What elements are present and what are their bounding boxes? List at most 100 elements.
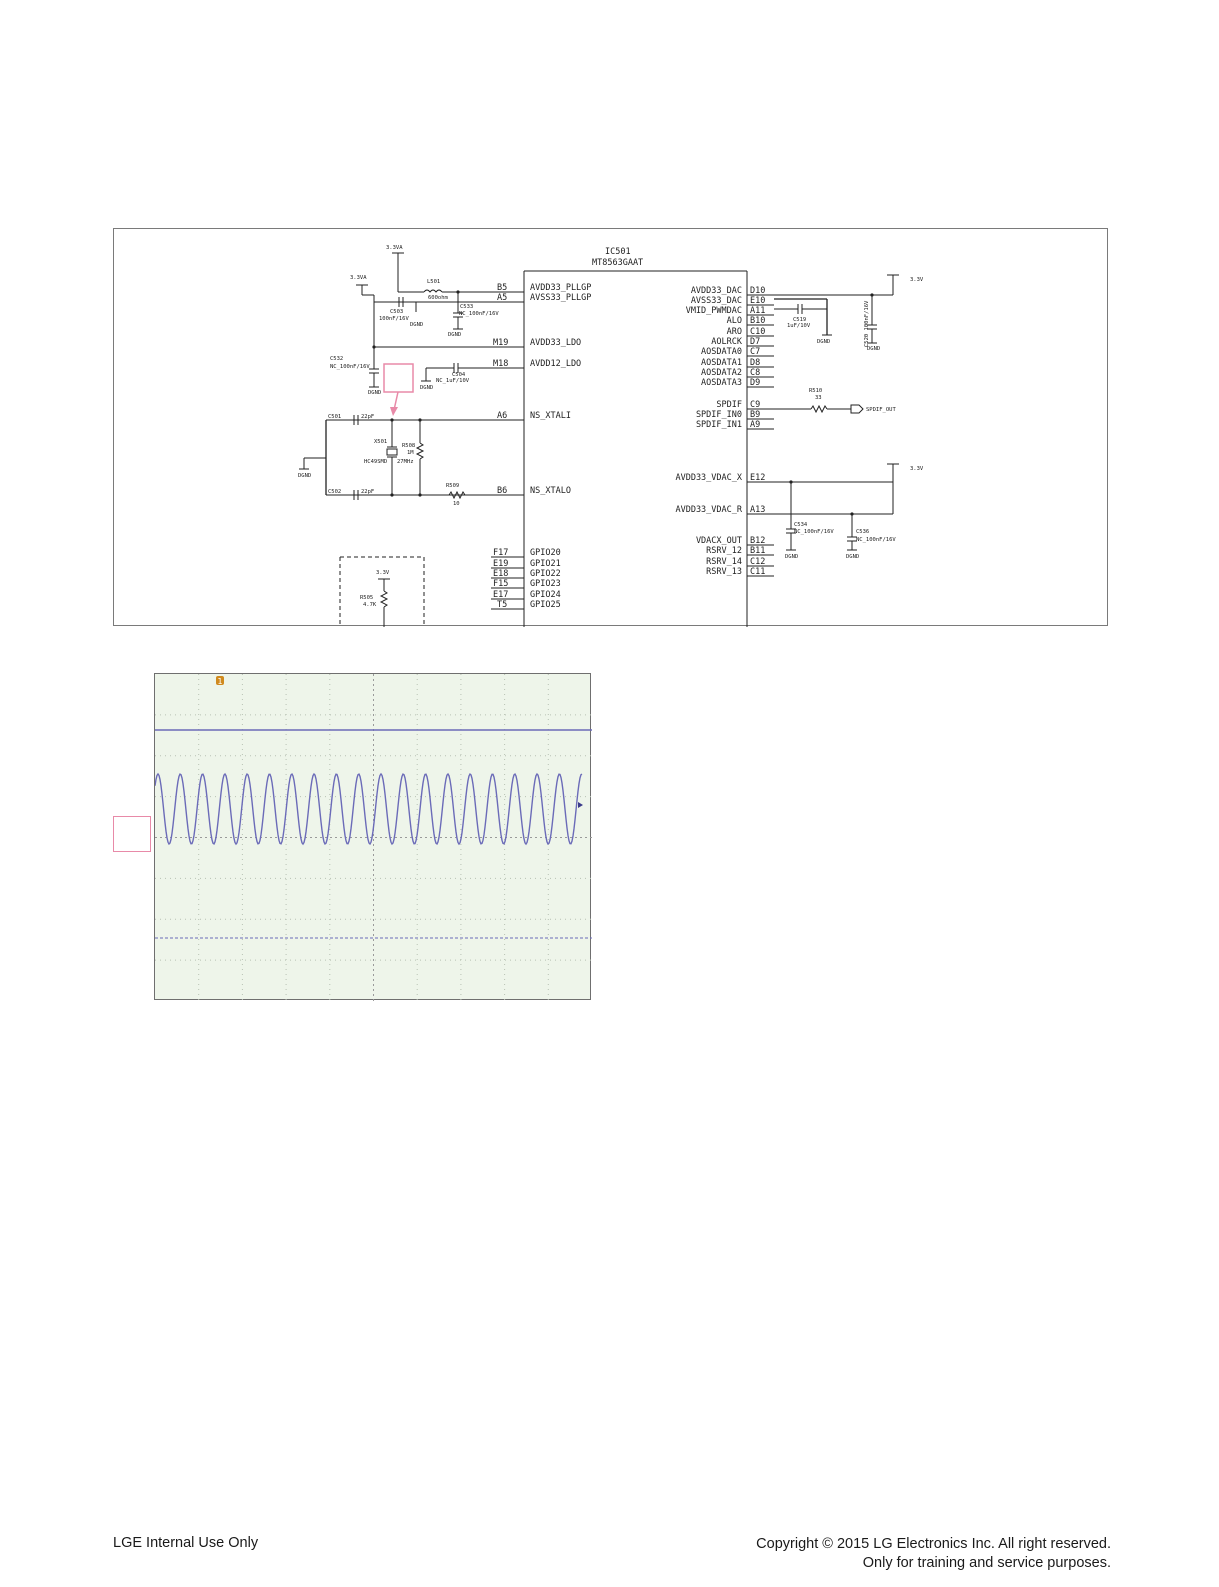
pin-name: NS_XTALI [530, 411, 571, 421]
dgnd-label: DGND [298, 473, 311, 479]
pin-ball: B9 [750, 410, 760, 420]
r505-label: R505 [360, 595, 373, 601]
x501-label: X501 [374, 439, 387, 445]
pin-ball: B5 [497, 283, 507, 293]
crystal-waveform-trace [155, 772, 583, 846]
pin-ball: C12 [750, 557, 765, 567]
pin-name: AVDD12_LDO [530, 359, 581, 369]
pin-ball: B12 [750, 536, 765, 546]
pin-name: RSRV_14 [706, 557, 742, 567]
pin-name: GPIO20 [530, 548, 561, 558]
pin-name: ALO [727, 316, 742, 326]
c519-value: 1uF/10V [787, 323, 811, 329]
r509-value: 10 [453, 501, 460, 507]
c534-value: NC_100nF/16V [794, 529, 834, 535]
dgnd-label: DGND [448, 332, 461, 338]
c533-value: NC_100nF/16V [459, 311, 499, 317]
dgnd-label: DGND [410, 322, 423, 328]
pin-name: AOSDATA2 [701, 368, 742, 378]
pin-name: AVDD33_VDAC_X [675, 473, 742, 483]
r510-value: 33 [815, 395, 822, 401]
spdif-out-label: SPDIF_OUT [866, 407, 896, 413]
l501-value: 600ohm [428, 295, 449, 301]
dashed-subcircuit-box: 3.3V R505 4.7K [339, 556, 425, 627]
x501-package: HC49SMD [364, 459, 387, 465]
c536-label: C536 [856, 529, 869, 535]
pin-ball: D10 [750, 286, 765, 296]
pin-ball: M18 [493, 359, 508, 369]
footer-copyright-line1: Copyright © 2015 LG Electronics Inc. All… [756, 1536, 1111, 1552]
c504-value: NC_1uF/10V [436, 378, 470, 384]
pin-ball: B11 [750, 546, 765, 556]
pin-name: AOSDATA0 [701, 347, 742, 357]
pin-ball: A6 [497, 411, 507, 421]
pin-name: AOSDATA1 [701, 358, 742, 368]
ic-ref-label: IC501 [605, 247, 631, 257]
pin-ball: D9 [750, 378, 760, 388]
pin-ball: B6 [497, 486, 507, 496]
trigger-marker-label: 1 [218, 677, 223, 686]
power-label-3v3a-2: 3.3VA [350, 275, 367, 281]
pin-ball: A5 [497, 293, 507, 303]
c504-label: C504 [452, 372, 466, 378]
ic-part-label: MT8563GAAT [592, 258, 643, 268]
pin-ball: C7 [750, 347, 760, 357]
pin-name: AVDD33_DAC [691, 286, 742, 296]
c534-label: C534 [794, 522, 808, 528]
pin-ball: A9 [750, 420, 760, 430]
ic-left-pins: B5 AVDD33_PLLGP A5 AVSS33_PLLGP M19 AVDD… [491, 283, 591, 610]
c501-label: C501 [328, 414, 341, 420]
pin-ball: F17 [493, 548, 508, 558]
pin-name: SPDIF_IN0 [696, 410, 742, 420]
marker-arrowhead [390, 407, 398, 416]
pin-ball: E19 [493, 559, 508, 569]
r509-label: R509 [446, 483, 459, 489]
pin-name: AVSS33_DAC [691, 296, 742, 306]
c536-value: NC_100nF/16V [856, 537, 896, 543]
dgnd-label: DGND [867, 346, 880, 352]
pin-ball: M19 [493, 338, 508, 348]
c532-label: C532 [330, 356, 343, 362]
r508-label: R508 [402, 443, 415, 449]
trigger-position-marker [216, 676, 224, 685]
pin-ball: F15 [493, 579, 508, 589]
power-label-3v3a: 3.3VA [386, 245, 403, 251]
c501-value: 22pF [361, 414, 374, 420]
footer-copyright: Copyright © 2015 LG Electronics Inc. All… [756, 1535, 1111, 1573]
r508-value: 1M [407, 450, 414, 456]
pin-ball: C11 [750, 567, 765, 577]
dgnd-label: DGND [817, 339, 830, 345]
pin-name: VMID_PWMDAC [686, 306, 742, 316]
pin-ball: E10 [750, 296, 765, 306]
pin-name: GPIO25 [530, 600, 561, 610]
schematic-diagram: IC501 MT8563GAAT B5 AVDD33_PLLGP A5 AVSS… [298, 245, 924, 627]
ic-right-pins: AVDD33_DAC D10 AVSS33_DAC E10 VMID_PWMDA… [675, 286, 774, 577]
pin-name: AOSDATA3 [701, 378, 742, 388]
pin-ball: E17 [493, 590, 508, 600]
power-label-3v3-box: 3.3V [376, 570, 390, 576]
crystal-network: C501 22pF C502 22pF DGND X501 HC49SMD 27… [298, 414, 491, 507]
pin-ball: B10 [750, 316, 765, 326]
pin-ball: C9 [750, 400, 760, 410]
c532-value: NC_100nF/16V [330, 364, 370, 370]
pin-name: AVDD33_LDO [530, 338, 581, 348]
pin-ball: C8 [750, 368, 760, 378]
dgnd-label: DGND [368, 390, 381, 396]
power-label-3v3-vdac: 3.3V [910, 466, 924, 472]
pin-name: ARO [727, 327, 742, 337]
pin-name: SPDIF [716, 400, 742, 410]
footer-internal-use: LGE Internal Use Only [113, 1535, 259, 1551]
pin-name: SPDIF_IN1 [696, 420, 742, 430]
measurement-point-marker [383, 363, 414, 393]
pin-name: GPIO21 [530, 559, 561, 569]
pin-name: RSRV_13 [706, 567, 742, 577]
dac-power-network: 3.3V C520 100nF/16V DGND DGND C519 1uF/1… [774, 274, 924, 560]
channel-level-marker [578, 802, 583, 808]
c503-label: C503 [390, 309, 403, 315]
c503-value: 100nF/16V [379, 316, 409, 322]
pin-ball: C10 [750, 327, 765, 337]
dgnd-label: DGND [420, 385, 433, 391]
schematic-frame: IC501 MT8563GAAT B5 AVDD33_PLLGP A5 AVSS… [113, 228, 1108, 627]
pin-ball: T5 [497, 600, 507, 610]
pin-ball: E12 [750, 473, 765, 483]
